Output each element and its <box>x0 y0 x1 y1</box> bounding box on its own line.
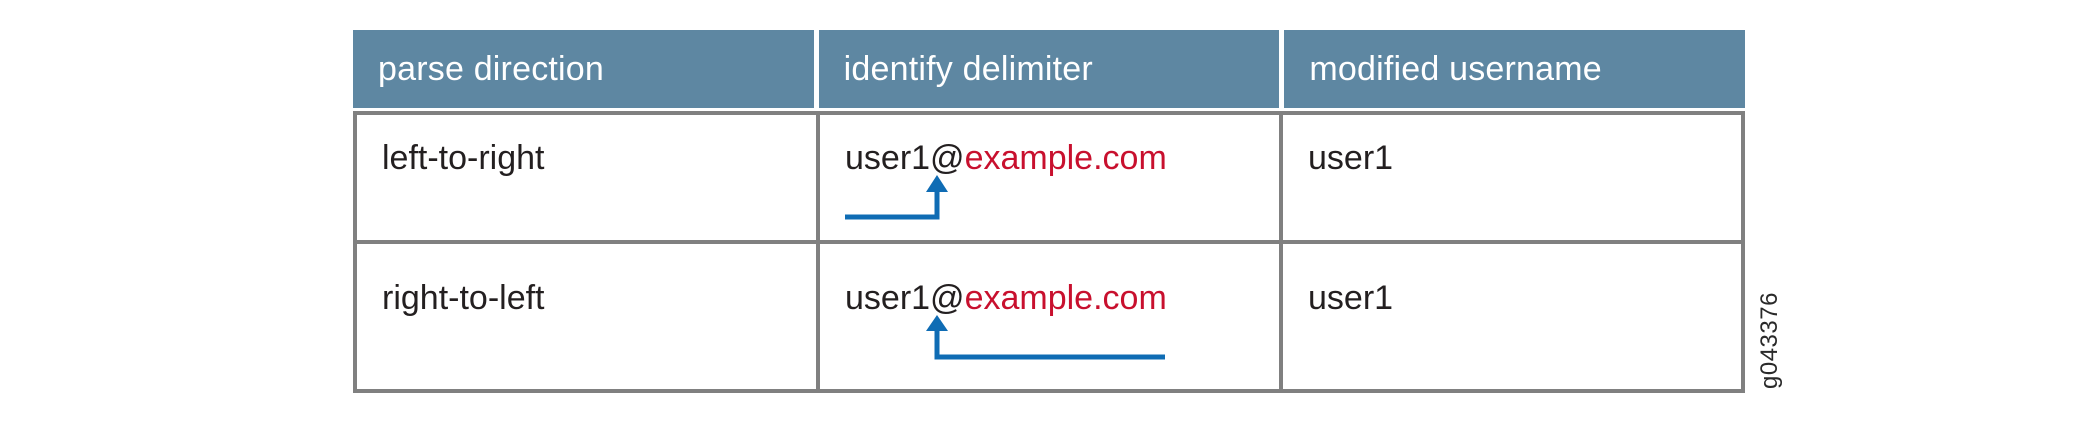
cell-delimiter-row2: user1@example.com <box>820 244 1283 389</box>
right-to-left-parse-arrow-icon <box>926 315 1165 360</box>
email-domain-part: example.com <box>964 279 1167 317</box>
email-example: user1@example.com <box>820 115 1279 176</box>
left-to-right-parse-arrow-icon <box>845 175 948 220</box>
cell-username-row1: user1 <box>1283 115 1741 244</box>
modified-username-value: user1 <box>1308 139 1394 177</box>
table-header-row: parse direction identify delimiter modif… <box>353 30 1746 108</box>
header-modified-username: modified username <box>1284 30 1746 108</box>
email-domain-part: example.com <box>964 139 1167 177</box>
username-parse-table: parse direction identify delimiter modif… <box>353 30 1746 393</box>
cell-direction-row2: right-to-left <box>357 244 820 389</box>
cell-username-row2: user1 <box>1283 244 1741 389</box>
header-modified-username-label: modified username <box>1309 49 1602 88</box>
email-example: user1@example.com <box>820 244 1279 316</box>
header-parse-direction: parse direction <box>353 30 814 108</box>
parse-direction-value: right-to-left <box>382 279 545 317</box>
header-identify-delimiter: identify delimiter <box>818 30 1280 108</box>
modified-username-value: user1 <box>1308 279 1394 317</box>
table-body: left-to-right user1@example.com user1 ri… <box>353 111 1745 393</box>
email-user-part: user1@ <box>845 139 965 177</box>
email-user-part: user1@ <box>845 279 965 317</box>
header-parse-direction-label: parse direction <box>378 49 605 88</box>
figure-id-label: g043376 <box>1756 292 1783 389</box>
parse-direction-value: left-to-right <box>382 139 545 177</box>
cell-delimiter-row1: user1@example.com <box>820 115 1283 244</box>
cell-direction-row1: left-to-right <box>357 115 820 244</box>
header-identify-delimiter-label: identify delimiter <box>843 49 1093 88</box>
